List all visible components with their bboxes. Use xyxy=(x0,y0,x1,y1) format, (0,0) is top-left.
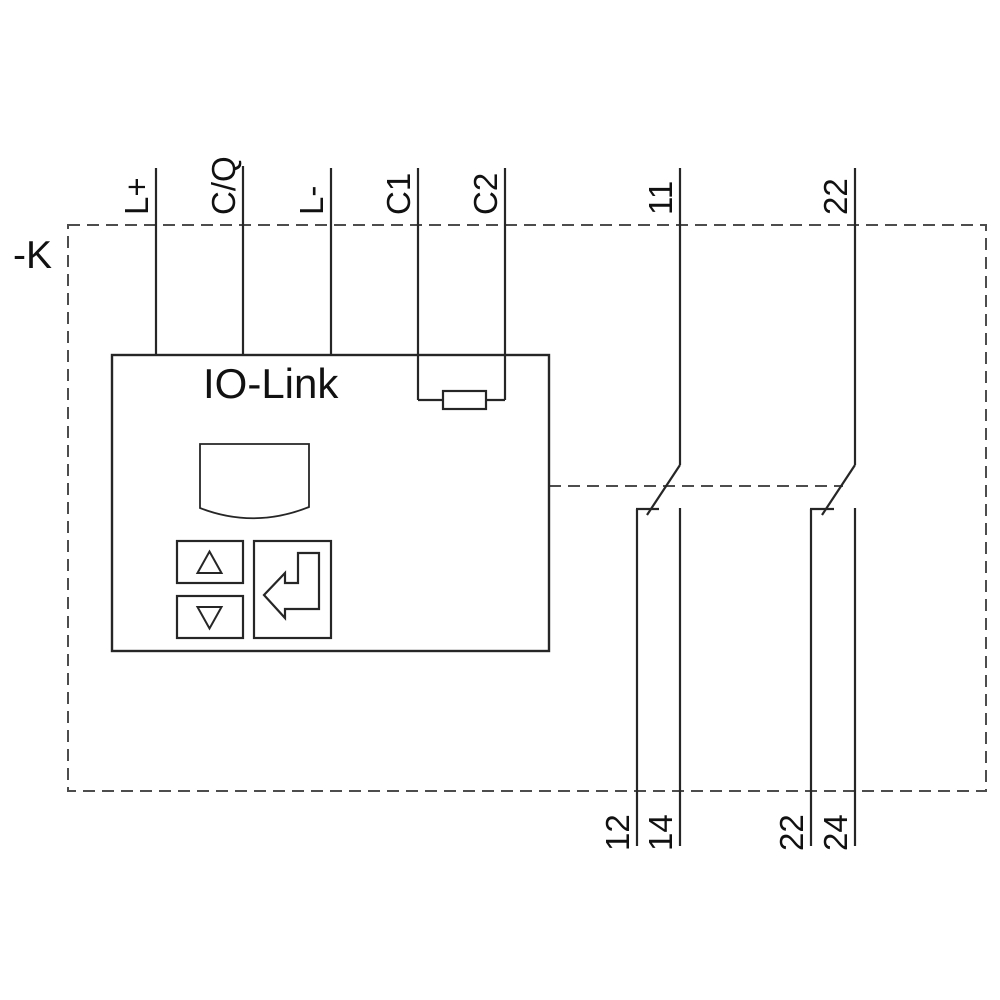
changeover-contact-2 xyxy=(809,464,857,846)
terminal-label-11: 11 xyxy=(642,180,679,215)
display-symbol xyxy=(199,443,310,520)
resistor-symbol xyxy=(418,389,505,411)
contact-1-blade xyxy=(646,464,681,516)
triangle-up-icon xyxy=(195,549,224,574)
terminal-label-22-bottom: 22 xyxy=(773,814,810,851)
contact-2-blade xyxy=(821,464,856,516)
enclosure-boundary xyxy=(67,224,987,792)
terminal-label-l-minus: L- xyxy=(293,185,330,215)
terminal-label-c1: C1 xyxy=(380,172,417,215)
device-buttons xyxy=(175,539,333,640)
device-box xyxy=(110,353,551,653)
resistor-body xyxy=(441,389,488,411)
terminal-label-c-q: C/Q xyxy=(205,156,242,215)
return-arrow-icon xyxy=(262,551,321,621)
down-button xyxy=(175,594,245,640)
designation-label: -K xyxy=(13,234,52,277)
changeover-contact-1 xyxy=(635,464,682,846)
up-button xyxy=(175,539,245,585)
terminal-label-24: 24 xyxy=(817,814,854,851)
terminal-label-12: 12 xyxy=(599,814,636,851)
enter-button xyxy=(252,539,333,640)
terminal-label-22: 22 xyxy=(817,178,854,215)
terminal-label-14: 14 xyxy=(642,814,679,851)
terminal-label-l-plus: L+ xyxy=(118,177,155,215)
terminal-lines xyxy=(154,166,857,465)
terminal-label-c2: C2 xyxy=(467,172,504,215)
device-title: IO-Link xyxy=(203,360,339,407)
triangle-down-icon xyxy=(195,606,224,631)
